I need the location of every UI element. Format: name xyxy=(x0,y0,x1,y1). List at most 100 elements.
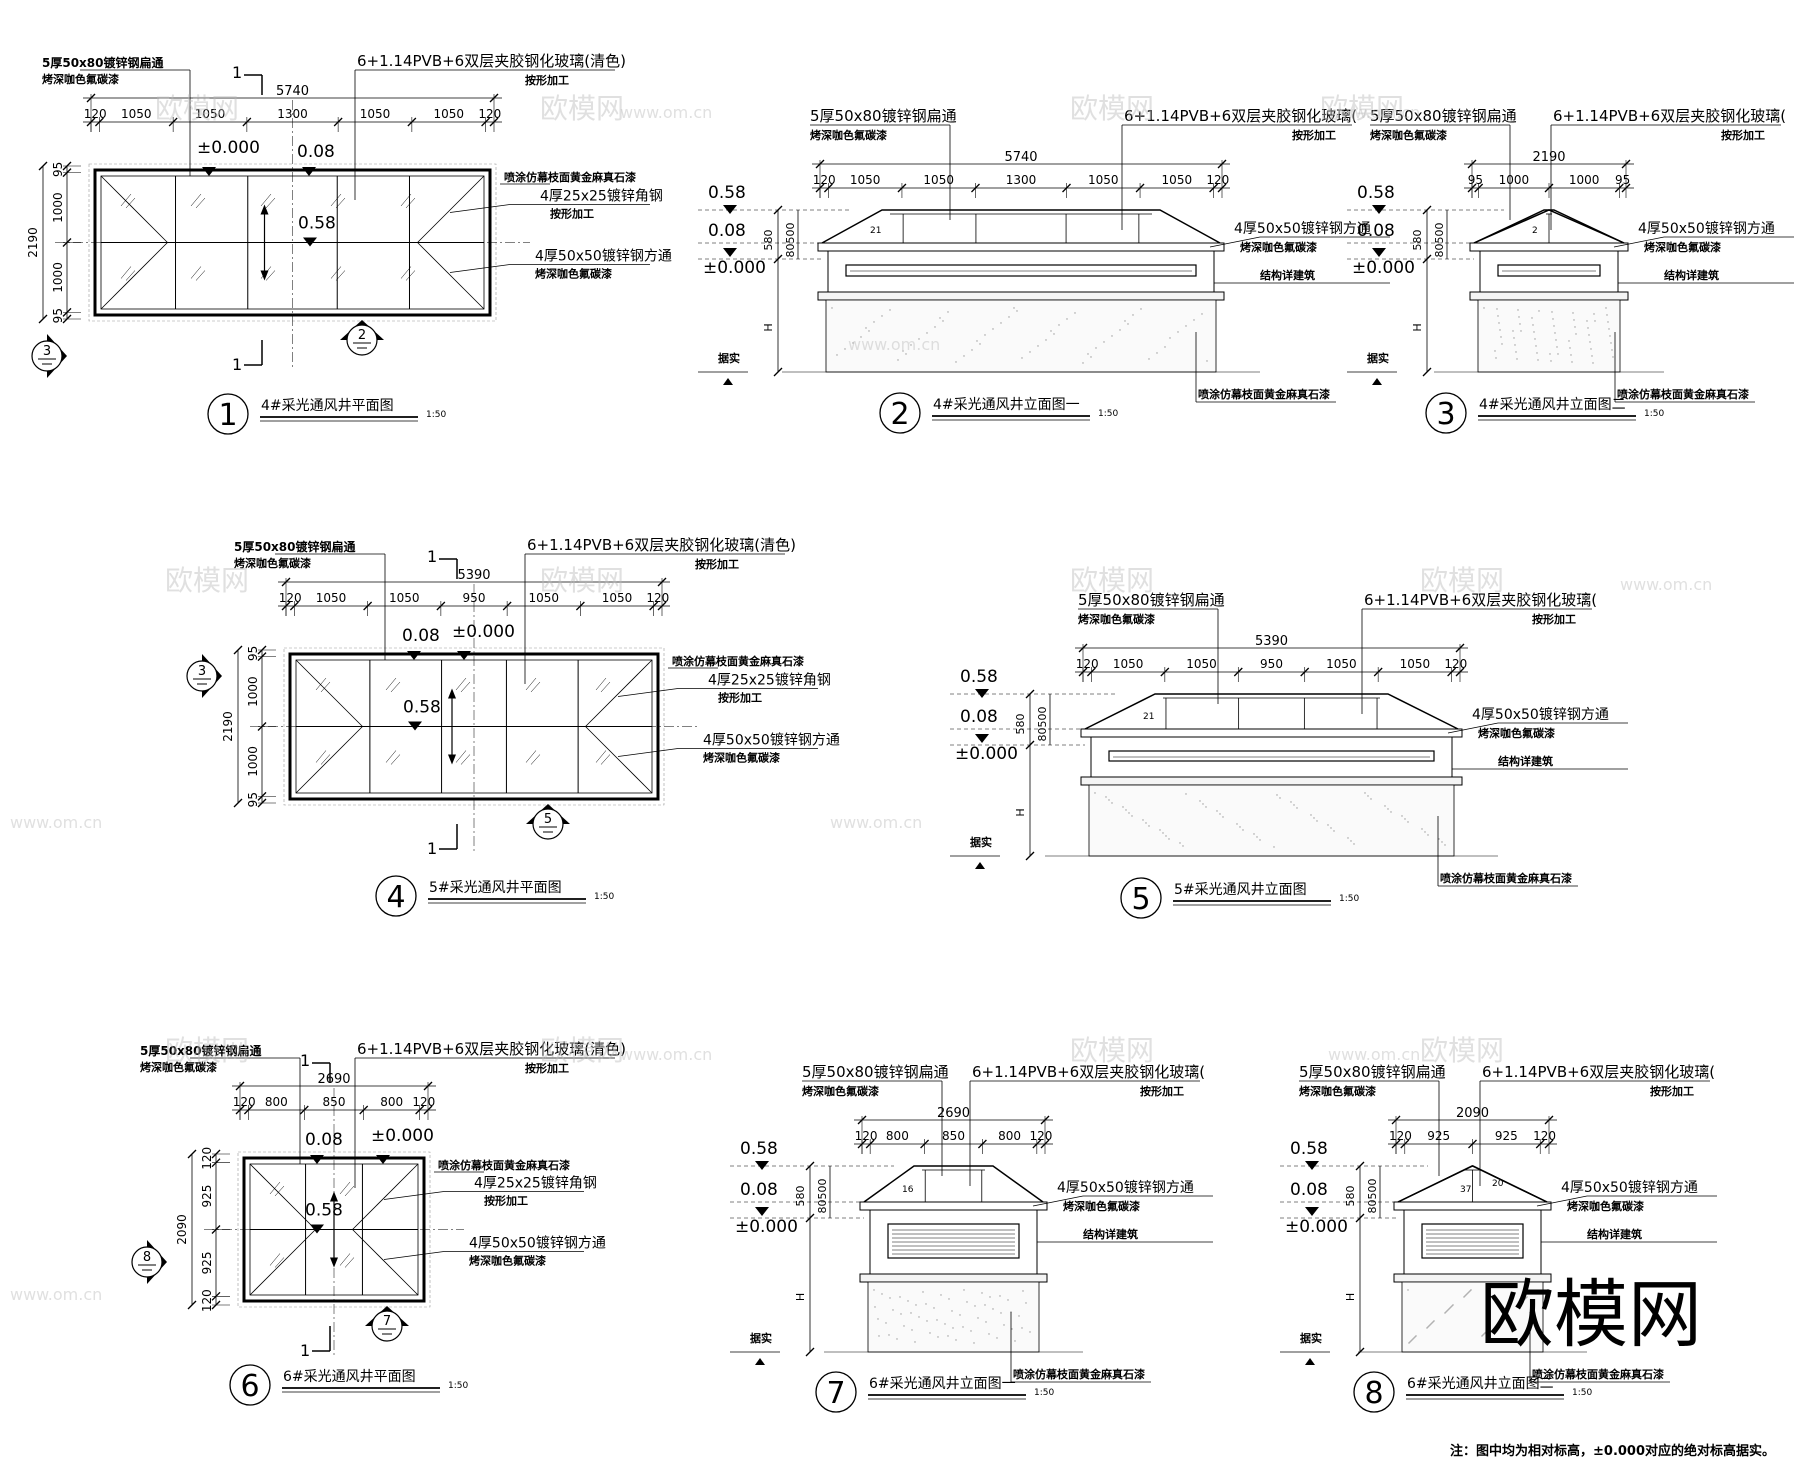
dimension-tick xyxy=(805,1347,815,1357)
leader-subtext: 按形加工 xyxy=(695,557,739,571)
stone-speckle xyxy=(907,1300,909,1302)
site-watermark: www.om.cn xyxy=(620,1045,712,1064)
segment-dimension: 1000 xyxy=(246,746,260,777)
vertical-dimension: 80500 xyxy=(816,1179,829,1214)
leader-line xyxy=(383,1251,445,1260)
stone-base xyxy=(867,1281,1040,1353)
segment-dimension: 1050 xyxy=(121,107,152,121)
right-leaders: 喷涂仿幕枝面黄金麻真石漆4厚25x25镀锌角钢按形加工4厚50x50镀锌钢方通烤… xyxy=(449,170,672,281)
stone-speckle xyxy=(1520,330,1522,332)
cornice xyxy=(1469,291,1629,301)
stone-speckle xyxy=(1111,335,1113,337)
leader-text: 喷涂仿幕枝面黄金麻真石漆 xyxy=(672,654,804,668)
leader-text: 喷涂仿幕枝面黄金麻真石漆 xyxy=(1532,1367,1664,1381)
vertical-dimension: 580 xyxy=(1411,230,1424,251)
leader-subtext: 按形加工 xyxy=(525,1061,569,1075)
ground-label: 据实 xyxy=(718,351,740,365)
leader-text: 喷涂仿幕枝面黄金麻真石漆 xyxy=(1440,871,1572,885)
stone-speckle xyxy=(1111,802,1113,804)
stone-speckle xyxy=(892,1309,894,1311)
stone-speckle xyxy=(1090,356,1092,358)
stone-speckle xyxy=(966,1301,968,1303)
glass-hatch xyxy=(260,193,272,207)
dimension-tick xyxy=(1217,183,1227,193)
brand-watermark: 欧模网 xyxy=(540,564,624,597)
stone-speckle xyxy=(939,317,941,319)
stone-speckle xyxy=(1199,800,1201,802)
site-watermark: www.om.cn xyxy=(10,1285,102,1304)
leader-text: 6+1.14PVB+6双层夹胶钢化玻璃( xyxy=(1124,107,1357,125)
stone-speckle xyxy=(1108,799,1110,801)
stone-speckle xyxy=(1003,1324,1005,1326)
section-mark: 1 xyxy=(232,355,242,374)
elevation-label: 0.58 xyxy=(403,698,441,718)
leader-text: 5厚50x80镀锌钢扁通 xyxy=(140,1043,262,1058)
leader-text: 喷涂仿幕枝面黄金麻真石漆 xyxy=(1013,1367,1145,1381)
stone-speckle xyxy=(933,1307,935,1309)
glass-hatch xyxy=(595,677,607,691)
overall-dimension: 5390 xyxy=(1255,634,1288,649)
dimension-tick xyxy=(1422,254,1432,264)
stone-speckle xyxy=(1140,308,1142,310)
reference-circle xyxy=(131,1246,163,1278)
stone-speckle xyxy=(1007,1299,1009,1301)
louver-frame xyxy=(1497,264,1601,277)
arrow-head xyxy=(260,204,269,215)
stone-speckle xyxy=(1364,792,1366,794)
glass-leader: 6+1.14PVB+6双层夹胶钢化玻璃(清色)按形加工 xyxy=(354,52,626,200)
stone-speckle xyxy=(1421,828,1423,830)
stone-speckle xyxy=(1481,1335,1483,1337)
level-marker xyxy=(1372,205,1386,214)
glass-hatch xyxy=(125,270,136,281)
stone-speckle xyxy=(1216,810,1218,812)
hip-line xyxy=(100,175,168,243)
stone-speckle xyxy=(1384,805,1386,807)
stone-speckle xyxy=(1611,349,1613,351)
vertical-dimension: 80500 xyxy=(784,223,797,258)
stone-speckle xyxy=(896,1338,898,1340)
stone-speckle xyxy=(1463,1296,1465,1298)
stone-speckle xyxy=(836,354,838,356)
dimension-tick xyxy=(773,254,783,264)
stone-speckle xyxy=(1495,357,1497,359)
elevation-label: ±0.000 xyxy=(735,1217,798,1237)
stone-speckle xyxy=(984,1304,986,1306)
title-text: 6#采光通风井平面图 xyxy=(283,1369,416,1385)
stone-speckle xyxy=(1507,1312,1509,1314)
stone-speckle xyxy=(1484,1332,1486,1334)
title-number: 3 xyxy=(1436,397,1455,432)
leader-text: 结构详建筑 xyxy=(1663,268,1719,282)
level-marker xyxy=(376,1155,390,1164)
segment-dimension: 1050 xyxy=(389,591,420,605)
level-marker xyxy=(755,1161,769,1170)
stone-speckle xyxy=(1185,325,1187,327)
stone-speckle xyxy=(1148,825,1150,827)
segment-dimension: 1050 xyxy=(316,591,347,605)
stone-speckle xyxy=(1574,326,1576,328)
stone-speckle xyxy=(1589,341,1591,343)
wall xyxy=(827,250,1215,293)
leader-subtext: 烤深咖色氟碳漆 xyxy=(1478,726,1555,740)
segment-dimension: 1050 xyxy=(1400,657,1431,671)
stone-speckle xyxy=(1553,325,1555,327)
leader-text: 6+1.14PVB+6双层夹胶钢化玻璃(清色) xyxy=(357,1040,626,1058)
glass-leader: 6+1.14PVB+6双层夹胶钢化玻璃(清色)按形加工 xyxy=(524,536,796,684)
stone-speckle xyxy=(1045,339,1047,341)
segment-dimension: 1300 xyxy=(1006,173,1037,187)
glass-hatch xyxy=(400,193,412,207)
stone-speckle xyxy=(1279,797,1281,799)
stone-speckle xyxy=(959,1314,961,1316)
elevation-label: ±0.000 xyxy=(955,744,1018,764)
louver-frame xyxy=(1108,750,1435,762)
glass-hatch xyxy=(344,1185,355,1197)
leader-line xyxy=(617,688,679,697)
stone-speckle xyxy=(1593,313,1595,315)
level-marker xyxy=(1305,1161,1319,1170)
